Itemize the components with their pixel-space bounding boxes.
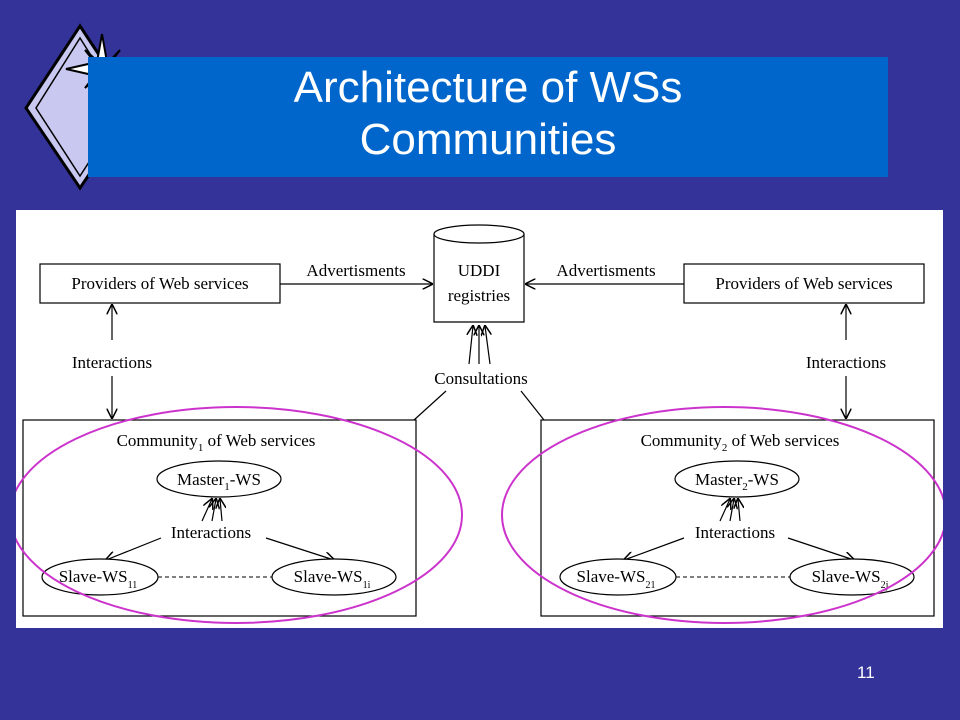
consultations-arrow-1 (469, 326, 473, 365)
slave-21-label: Slave-WS21 (577, 567, 656, 591)
community-2-arrow-right (787, 537, 854, 560)
uddi-label-2: registries (448, 286, 510, 305)
community-2: Community2 of Web services Master2-WS In… (540, 419, 935, 617)
advertisments-label-right: Advertisments (556, 261, 655, 280)
interactions-label-left: Interactions (72, 353, 152, 372)
slide-title: Architecture of WSs Communities (88, 62, 888, 166)
community-1-arrow-left (106, 537, 162, 560)
title-line-1: Architecture of WSs (293, 63, 683, 112)
community-1: Community1 of Web services Master1-WS In… (22, 419, 417, 617)
page-number: 11 (857, 663, 875, 682)
community-1-title: Community1 of Web services (117, 431, 316, 454)
community-1-interactions-label: Interactions (171, 523, 251, 542)
slave-1i-label: Slave-WS1i (294, 567, 371, 591)
slave-11-label: Slave-WS11 (59, 567, 138, 591)
master-2-label: Master2-WS (695, 470, 779, 493)
consultations-line-right (520, 390, 545, 421)
interactions-label-right: Interactions (806, 353, 886, 372)
providers-box-left (39, 263, 281, 304)
consultations-arrow-3 (485, 326, 490, 365)
title-line-2: Communities (359, 115, 617, 164)
providers-box-right (683, 263, 925, 304)
community-2-arrow-left (624, 537, 685, 560)
consultations-line-left (413, 390, 447, 421)
architecture-diagram: UDDI registries Providers of Web service… (9, 210, 947, 628)
uddi-label-1: UDDI (458, 261, 501, 280)
title-bar (88, 57, 888, 177)
advertisments-label-left: Advertisments (306, 261, 405, 280)
community-1-up-arrow-3 (220, 499, 222, 522)
slave-2j-label: Slave-WS2j (812, 567, 889, 591)
community-2-up-arrow-3 (738, 499, 740, 522)
community-2-title: Community2 of Web services (641, 431, 840, 454)
providers-label-right: Providers of Web services (715, 274, 892, 293)
providers-label-left: Providers of Web services (71, 274, 248, 293)
community-2-interactions-label: Interactions (695, 523, 775, 542)
community-1-arrow-right (265, 537, 334, 560)
uddi-registry-cylinder: UDDI registries (433, 224, 525, 323)
master-1-label: Master1-WS (177, 470, 261, 493)
consultations-label: Consultations (434, 369, 528, 388)
